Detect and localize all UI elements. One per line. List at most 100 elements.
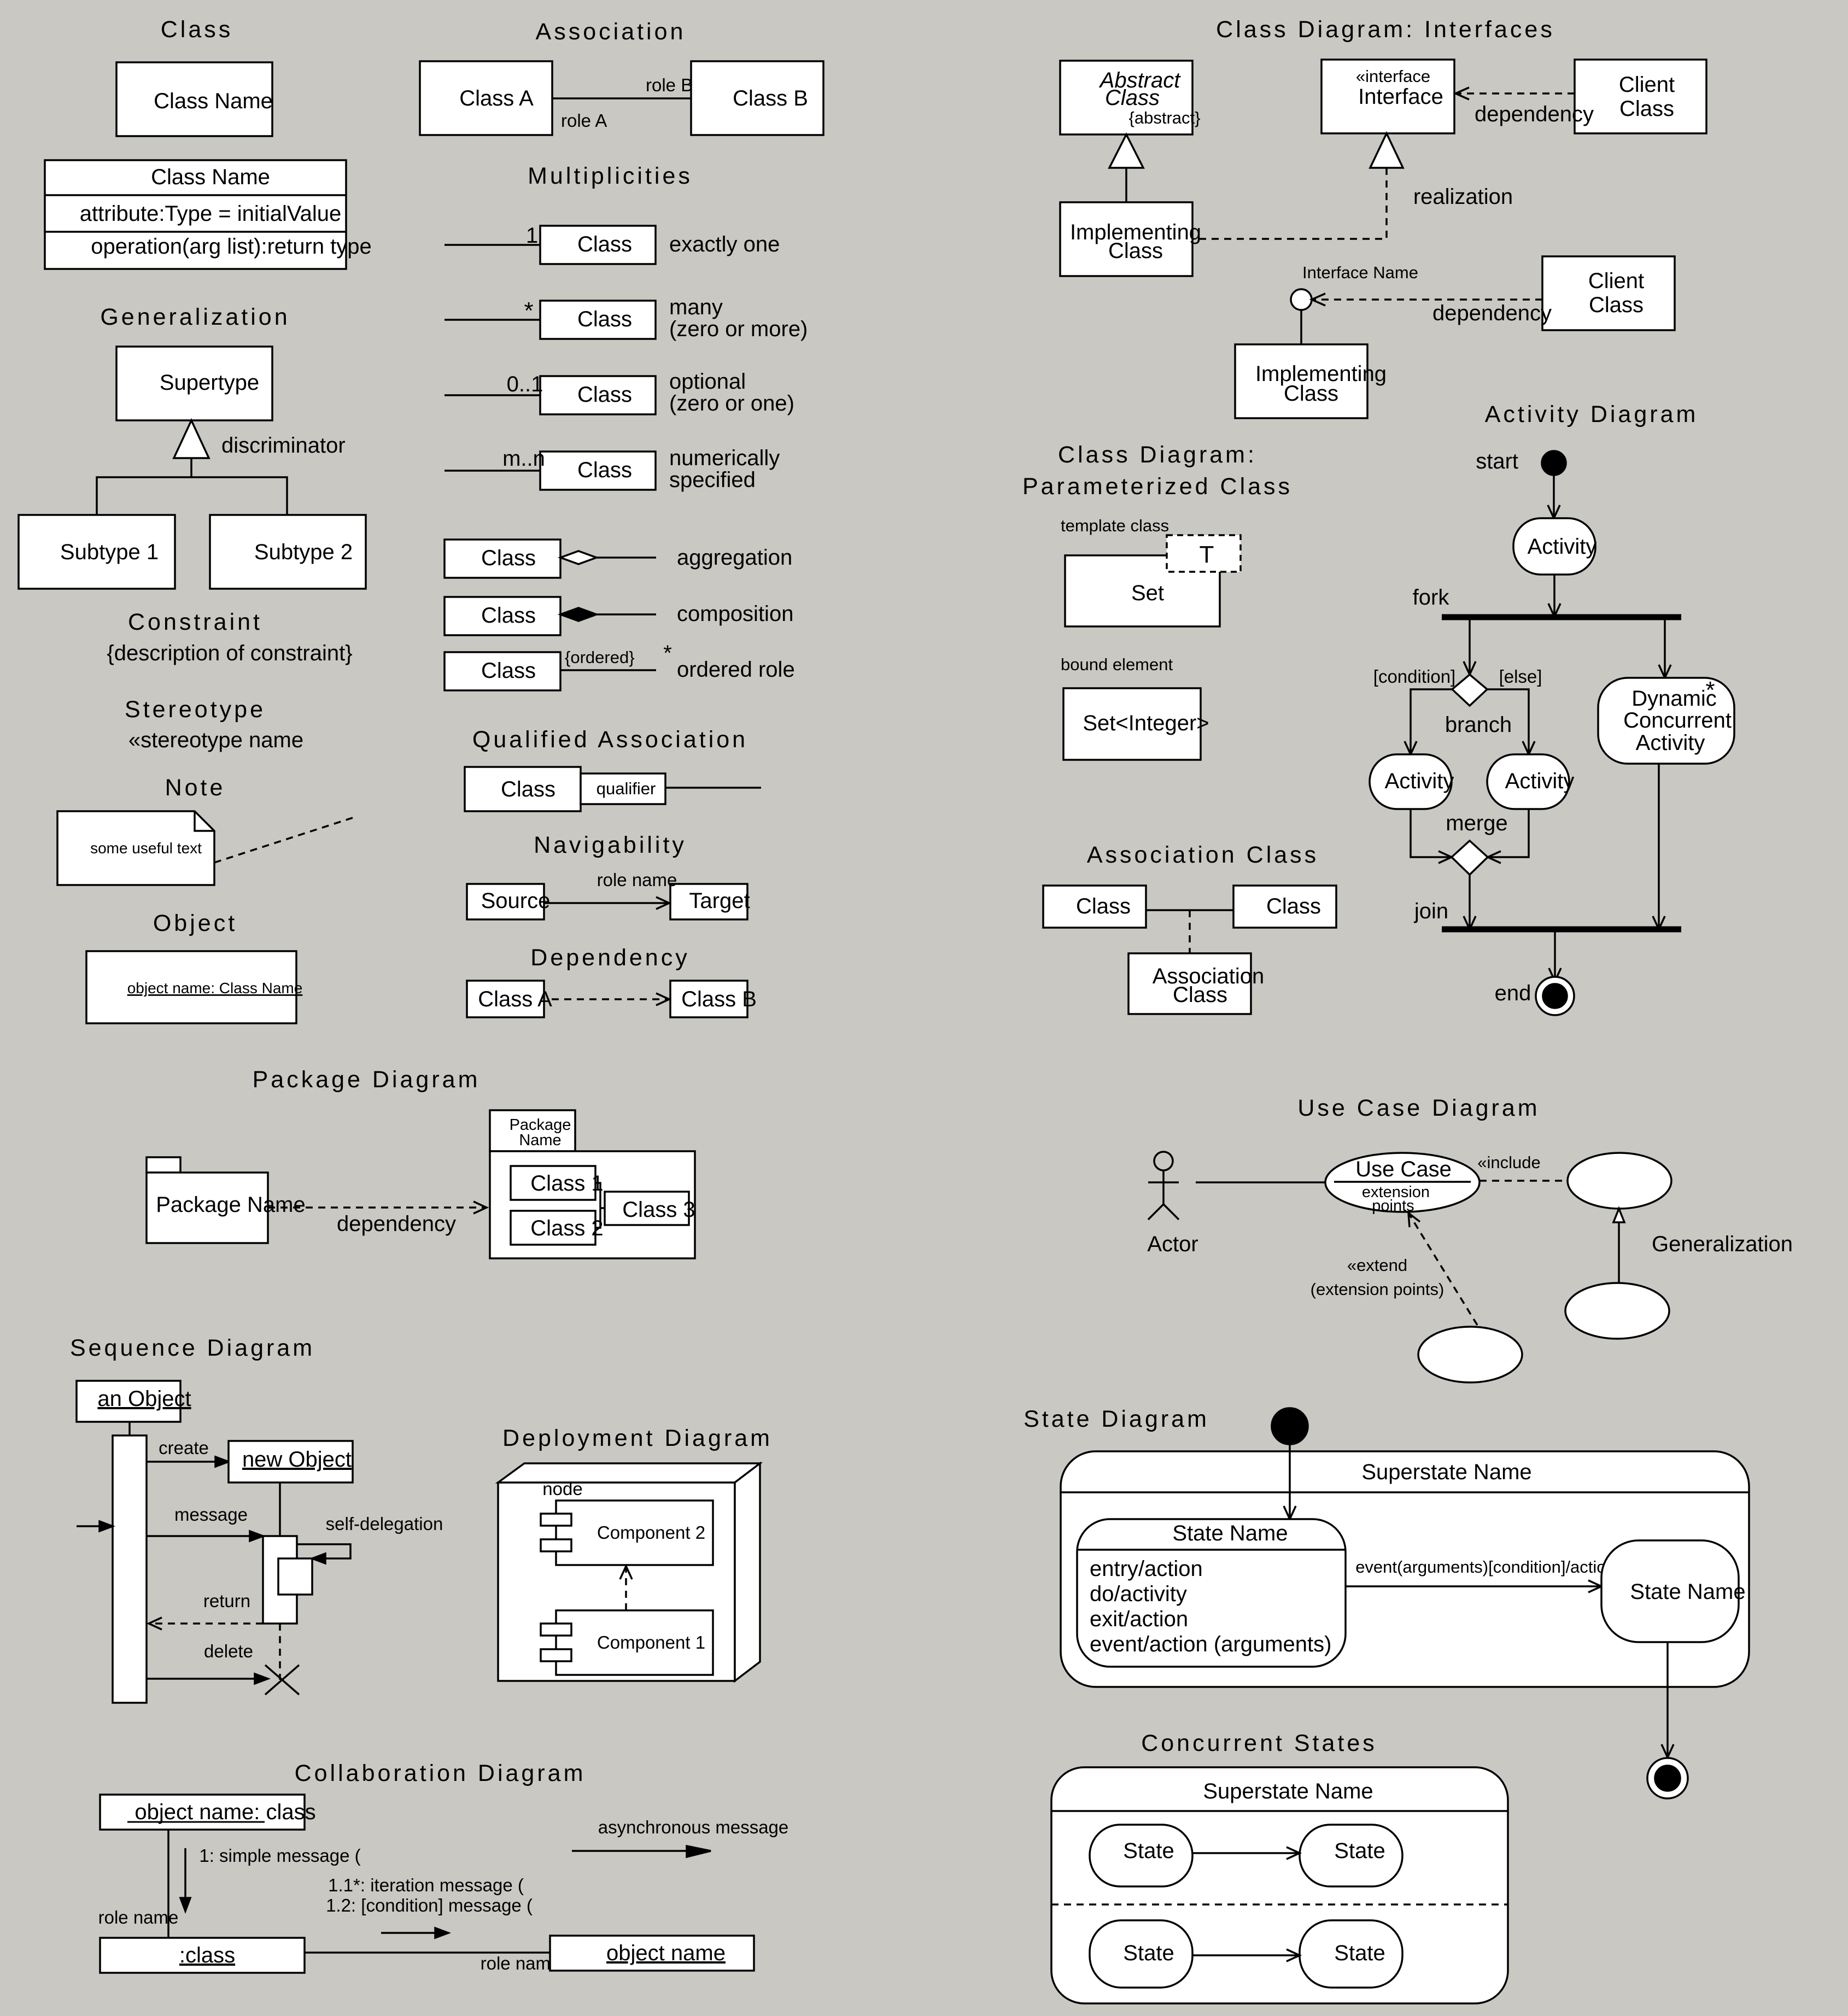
association-class-box: [1127, 952, 1252, 1015]
section-title-state: State Diagram: [1024, 1406, 1209, 1432]
class-box-full: [44, 159, 347, 270]
section-association: Association Class A Class B role A role …: [419, 19, 824, 136]
branch-diamond: [1451, 673, 1489, 707]
composition-class-label: Class: [481, 603, 536, 628]
section-title-note: Note: [165, 775, 226, 801]
implementing-class-box-2: [1234, 343, 1369, 419]
composition-label: composition: [677, 602, 793, 626]
supertype-box: [115, 345, 273, 421]
mult-numeric-desc-1: numerically: [669, 446, 780, 470]
class-box-simple: [115, 61, 273, 137]
constraint-text: {description of constraint}: [107, 641, 352, 665]
state-do: do/activity: [1090, 1582, 1187, 1606]
interface-stereotype: «interface: [1356, 67, 1430, 86]
section-title-concurrent: Concurrent States: [1141, 1730, 1377, 1756]
extending-use-case: [1417, 1326, 1523, 1384]
section-parameterized: Class Diagram: Parameterized Class templ…: [1022, 442, 1290, 761]
an-object-label: an Object: [97, 1387, 191, 1411]
abstract-class-name-1: Abstract: [1099, 68, 1182, 92]
package-class-3-label: Class 3: [622, 1198, 695, 1222]
async-message-label: asynchronous message: [598, 1817, 789, 1837]
section-title-package: Package Diagram: [253, 1066, 481, 1093]
template-set-label: Set: [1131, 581, 1164, 605]
package-dependency-label: dependency: [337, 1212, 456, 1236]
package-box-1: [145, 1171, 269, 1244]
section-misc-left: Constraint {description of constraint} S…: [56, 609, 353, 1024]
fork-label: fork: [1413, 585, 1450, 610]
collab-msg-1-1: 1.1*: iteration message (: [328, 1875, 524, 1895]
include-label: «include: [1477, 1153, 1540, 1172]
end-label: end: [1495, 981, 1531, 1005]
template-class-label: template class: [1061, 516, 1169, 535]
section-title-association: Association: [536, 19, 686, 45]
destroy-x-icon: [264, 1664, 300, 1696]
extend-points-label: (extension points): [1311, 1280, 1445, 1299]
concurrent-state-3-label: State: [1123, 1941, 1174, 1965]
collab-class-label: :class: [179, 1943, 235, 1967]
an-object-activation: [112, 1434, 148, 1704]
mult-optional-desc-2: (zero or one): [669, 391, 794, 415]
concurrent-state-4-label: State: [1334, 1941, 1385, 1965]
self-delegation-activation: [277, 1557, 313, 1596]
activity-top-label: Activity: [1528, 535, 1597, 559]
client-class-box-1: [1574, 58, 1707, 134]
section-title-qualified-association: Qualified Association: [472, 726, 748, 753]
implementing-class-1-line-2: Class: [1108, 239, 1163, 263]
bound-element-label: bound element: [1061, 655, 1173, 674]
section-title-use-case: Use Case Diagram: [1297, 1095, 1540, 1121]
ordered-role-label: ordered role: [677, 658, 795, 682]
class-name-simple: Class Name: [154, 89, 273, 113]
section-title-stereotype: Stereotype: [125, 696, 266, 723]
discriminator-label: discriminator: [221, 433, 346, 458]
state-entry: entry/action: [1090, 1557, 1203, 1581]
nav-source: [466, 883, 545, 921]
section-title-interfaces: Class Diagram: Interfaces: [1216, 16, 1555, 43]
actor-label: Actor: [1147, 1232, 1198, 1256]
branch-label: branch: [1445, 713, 1512, 737]
assoc-class-b-label: Class B: [733, 86, 808, 110]
state-initial-node: [1271, 1407, 1309, 1445]
section-title-param-1: Class Diagram:: [1058, 442, 1257, 468]
ac-right-class: [1232, 884, 1337, 929]
qualifier-label: qualifier: [596, 779, 656, 798]
abstract-generalization-triangle: [1108, 132, 1145, 169]
collab-object-name-box: [549, 1935, 755, 1972]
package-tab-1: [145, 1156, 182, 1174]
section-title-association-class: Association Class: [1087, 842, 1319, 868]
superstate-name: Superstate Name: [1361, 1460, 1531, 1484]
section-package: Package Diagram Package Name dependency …: [145, 1066, 696, 1259]
class-attribute: attribute:Type = initialValue: [80, 202, 341, 226]
section-generalization: Generalization Supertype discriminator S…: [17, 304, 367, 590]
section-title-multiplicities: Multiplicities: [528, 163, 693, 189]
component-1-box: [555, 1609, 714, 1676]
section-association-class: Association Class Class Class Associatio…: [1042, 842, 1337, 1015]
object-box: [85, 950, 297, 1024]
mult-class-2-label: Class: [577, 307, 632, 331]
collab-role-name-1: role name: [98, 1907, 179, 1927]
ordered-constraint: {ordered}: [565, 648, 635, 667]
join-label: join: [1414, 899, 1448, 923]
collab-class-box: [99, 1937, 306, 1974]
package-name-1: Package Name: [156, 1193, 305, 1217]
mult-class-1: [539, 225, 657, 265]
client-class-1-line-2: Class: [1619, 97, 1674, 121]
assoc-class-a-label: Class A: [459, 86, 534, 110]
uc-generalization-label: Generalization: [1652, 1232, 1793, 1256]
create-label: create: [159, 1438, 209, 1458]
activity-start-label: start: [1476, 449, 1518, 473]
qualified-class-label: Class: [501, 777, 555, 801]
merge-diamond: [1450, 839, 1489, 876]
component-1-label: Component 1: [597, 1632, 705, 1652]
supertype-label: Supertype: [160, 371, 259, 395]
lollipop-interface-name: Interface Name: [1302, 263, 1418, 282]
new-object-box: [227, 1440, 354, 1484]
mult-class-1-label: Class: [577, 232, 632, 256]
section-use-case: Use Case Diagram Actor Use Case extensio…: [1147, 1095, 1793, 1384]
collab-role-name-2: role name: [481, 1953, 561, 1973]
dependency-label-2: dependency: [1432, 301, 1552, 325]
assoc-class-a: [419, 60, 553, 136]
ac-right-class-label: Class: [1266, 894, 1321, 918]
mult-many-desc-1: many: [669, 295, 723, 319]
mult-class-2: [539, 300, 657, 340]
